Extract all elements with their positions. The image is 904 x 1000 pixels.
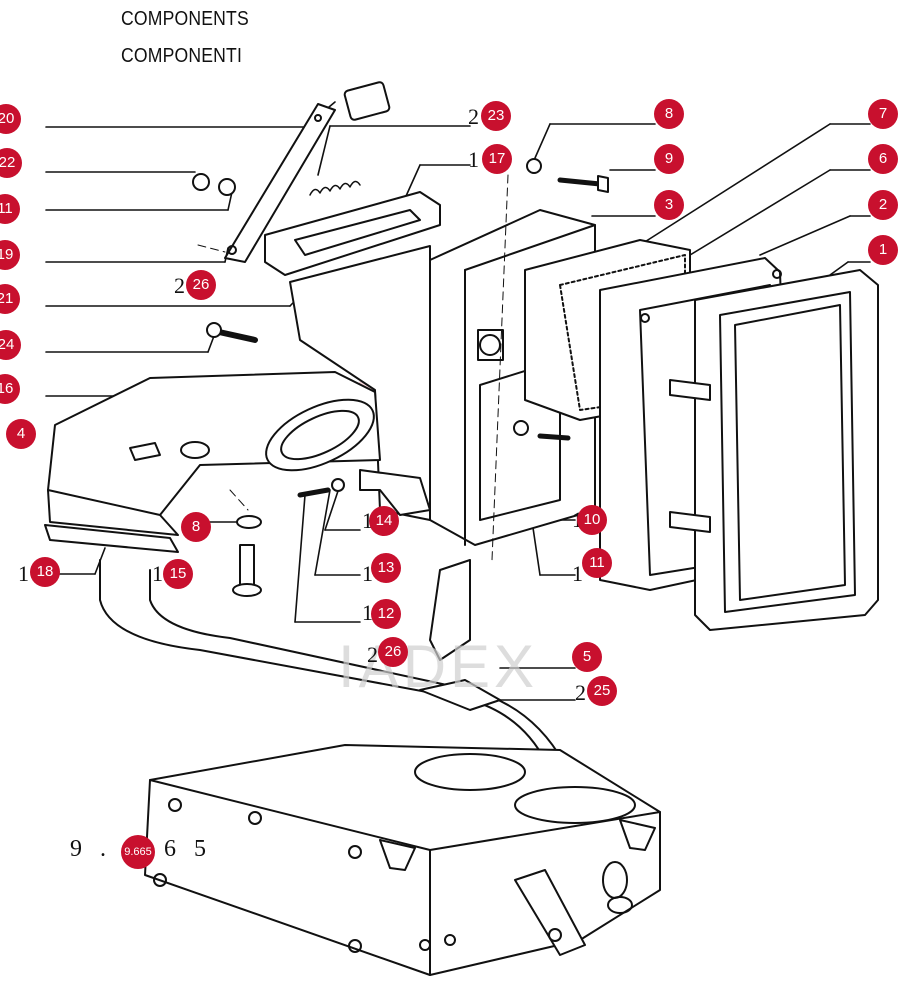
lever-arm	[224, 81, 391, 263]
drawing-code-badge: 9.665	[121, 835, 155, 869]
callout-18[interactable]: 18	[30, 557, 60, 587]
drawing-code-prefix: 9 .	[70, 836, 112, 862]
callout-8-lower[interactable]: 8	[181, 512, 211, 542]
bolts	[206, 158, 609, 597]
drawing-code: 9 . 6 5	[70, 836, 212, 863]
callout-20[interactable]: 20	[0, 104, 21, 134]
gasket-frame	[669, 269, 879, 631]
callout-22[interactable]: 22	[0, 148, 22, 178]
lower-body	[144, 744, 661, 976]
drawing-code-suffix: 6 5	[164, 836, 212, 862]
callout-3[interactable]: 3	[654, 190, 684, 220]
digit-label: 1	[152, 561, 163, 586]
callout-5[interactable]: 5	[572, 642, 602, 672]
callout-7[interactable]: 7	[868, 99, 898, 129]
callout-9[interactable]: 9	[654, 144, 684, 174]
title-english: COMPONENTS	[121, 8, 249, 30]
nuts	[192, 173, 236, 196]
digit-label: 1	[362, 508, 373, 533]
callout-26[interactable]: 26	[186, 270, 216, 300]
digit-label: 2	[174, 273, 185, 298]
callout-8[interactable]: 8	[654, 99, 684, 129]
title-italian: COMPONENTI	[121, 45, 243, 67]
lower-gasket	[44, 524, 179, 553]
callout-11[interactable]: 11	[0, 194, 20, 224]
callout-11-lower[interactable]: 11	[582, 548, 612, 578]
callout-1[interactable]: 1	[868, 235, 898, 265]
callout-12[interactable]: 12	[371, 599, 401, 629]
digit-label: 2	[468, 104, 479, 129]
clamps	[359, 469, 501, 711]
watermark-text: IADEX	[338, 633, 539, 700]
digit-label: 2	[575, 680, 586, 705]
callout-10[interactable]: 10	[577, 505, 607, 535]
digit-label: 1	[18, 561, 29, 586]
callout-17[interactable]: 17	[482, 144, 512, 174]
gasket-upper	[264, 191, 441, 276]
callout-23[interactable]: 23	[481, 101, 511, 131]
callout-13[interactable]: 13	[371, 553, 401, 583]
centre-lines	[197, 174, 509, 561]
digit-label: 1	[468, 147, 479, 172]
digit-label: 1	[362, 600, 373, 625]
callout-26-lower[interactable]: 26	[378, 637, 408, 667]
callout-14[interactable]: 14	[369, 506, 399, 536]
digit-label: 1	[572, 561, 583, 586]
callout-25[interactable]: 25	[587, 676, 617, 706]
callout-15[interactable]: 15	[163, 559, 193, 589]
callout-4[interactable]: 4	[6, 419, 36, 449]
callout-2[interactable]: 2	[868, 190, 898, 220]
digit-label: 1	[362, 561, 373, 586]
spring	[309, 180, 361, 196]
callout-6[interactable]: 6	[868, 144, 898, 174]
callout-21[interactable]: 21	[0, 284, 20, 314]
intake-elbow	[47, 371, 381, 536]
callout-24[interactable]: 24	[0, 330, 21, 360]
callout-16[interactable]: 16	[0, 374, 20, 404]
digit-label: 2	[367, 642, 378, 667]
callout-19[interactable]: 19	[0, 240, 20, 270]
